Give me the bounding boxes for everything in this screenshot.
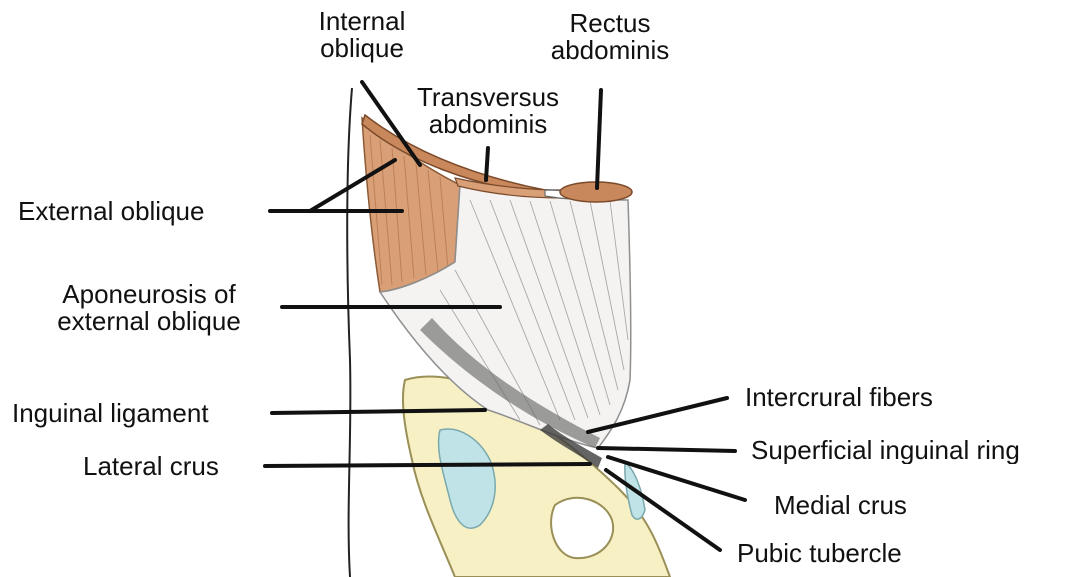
label-aponeurosis-external-oblique: Aponeurosis of external oblique: [24, 281, 274, 335]
label-medial-crus: Medial crus: [774, 492, 907, 519]
leader-lateral-crus: [265, 464, 590, 466]
label-intercrural-fibers: Intercrural fibers: [745, 384, 933, 411]
leader-superficial-ring: [598, 448, 735, 451]
label-external-oblique: External oblique: [18, 198, 204, 225]
leader-rectus: [597, 90, 601, 188]
label-transversus-abdominis: Transversus abdominis: [398, 84, 578, 138]
label-internal-oblique: Internal oblique: [302, 8, 422, 62]
leader-transversus: [486, 148, 488, 180]
label-superficial-inguinal-ring: Superficial inguinal ring: [751, 437, 1091, 464]
label-rectus-abdominis: Rectus abdominis: [530, 10, 690, 64]
label-pubic-tubercle: Pubic tubercle: [737, 540, 902, 567]
label-lateral-crus: Lateral crus: [83, 453, 219, 480]
obturator-foramen: [551, 498, 613, 558]
label-inguinal-ligament: Inguinal ligament: [12, 400, 209, 427]
body-outline: [347, 88, 352, 577]
